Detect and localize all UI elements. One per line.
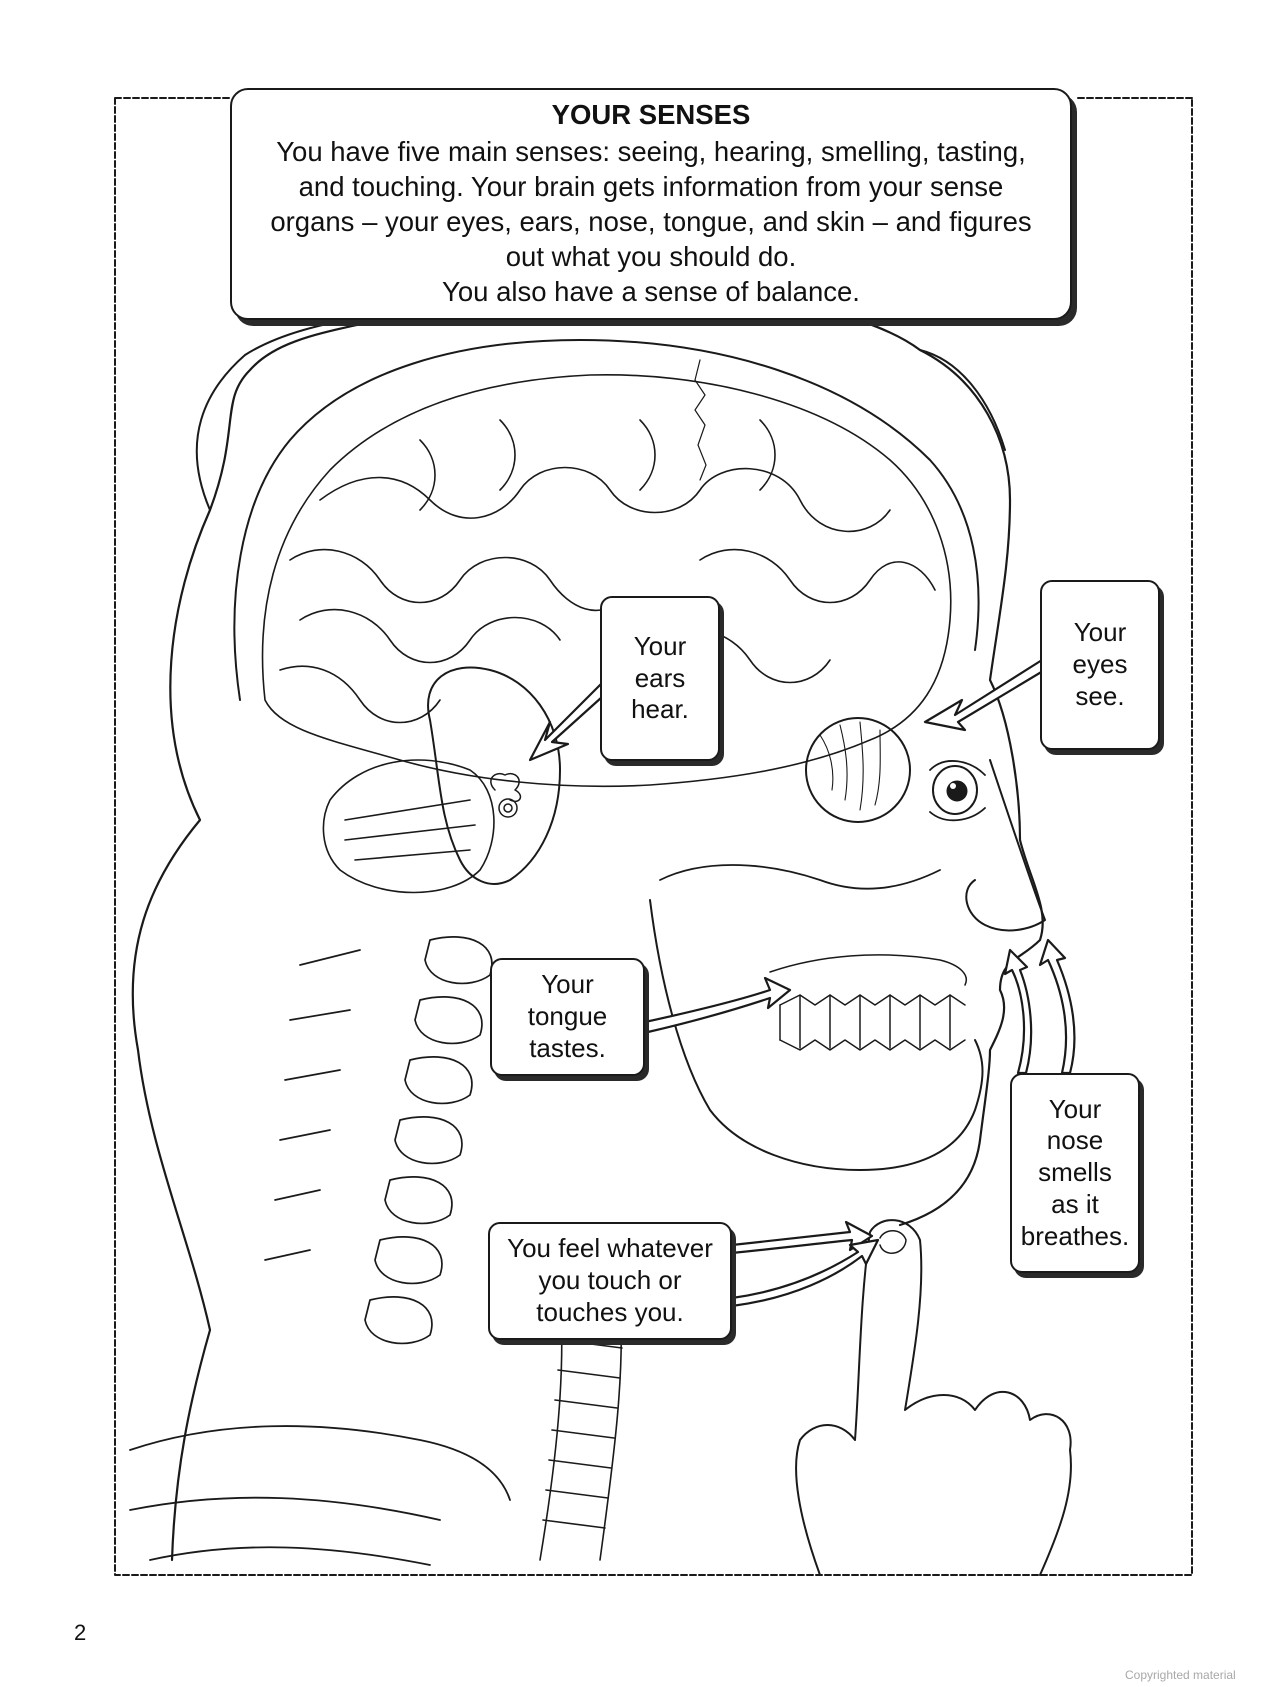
callout-tongue: Your tongue tastes.	[490, 958, 645, 1076]
tongue-line-3: tastes.	[529, 1032, 606, 1063]
arrow-touch-2	[730, 1238, 880, 1308]
spine	[264, 936, 493, 1345]
nose	[965, 759, 1046, 932]
intro-line-4: out what you should do.	[505, 240, 797, 272]
callout-nose: Your nose smells as it breathes.	[1010, 1073, 1140, 1273]
copyright-watermark: Copyrighted material	[1125, 1668, 1236, 1682]
ears-line-1: Your	[633, 630, 687, 661]
teeth	[779, 994, 966, 1051]
hand	[795, 1219, 1072, 1576]
eyes-line-1: Your	[1073, 617, 1127, 648]
arrows	[528, 658, 1076, 1308]
intro-line-3: organs – your eyes, ears, nose, tongue, …	[270, 206, 1032, 237]
intro-line-1: You have five main senses: seeing, heari…	[276, 136, 1026, 168]
collarbone	[129, 1425, 511, 1566]
tongue-line-2: tongue	[527, 1001, 608, 1032]
intro-line-5: You also have a sense of balance.	[442, 275, 860, 307]
ear	[427, 666, 561, 885]
nose-line-5: breathes.	[1020, 1220, 1130, 1251]
arrow-nose-2	[1003, 948, 1033, 1075]
arrow-touch-1	[730, 1220, 874, 1255]
callout-eyes: Your eyes see.	[1040, 580, 1160, 750]
cerebellum	[322, 759, 495, 894]
nose-line-1: Your	[1048, 1093, 1102, 1124]
touch-line-2: you touch or	[538, 1265, 682, 1296]
jaw	[649, 899, 984, 1171]
ears-line-3: hear.	[631, 694, 689, 725]
touch-line-1: You feel whatever	[507, 1233, 713, 1264]
intro-text-box: YOUR SENSES You have five main senses: s…	[230, 88, 1072, 320]
nose-line-2: nose	[1046, 1125, 1104, 1156]
callout-ears: Your ears hear.	[600, 596, 720, 761]
arrow-nose-1	[1038, 938, 1076, 1075]
callout-touch: You feel whatever you touch or touches y…	[488, 1222, 732, 1340]
eyeball	[805, 717, 986, 823]
cheekbone	[659, 864, 941, 890]
touch-line-3: touches you.	[536, 1296, 684, 1327]
page-border	[114, 97, 1193, 1576]
upper-palate	[769, 954, 967, 986]
eyes-line-2: eyes	[1072, 649, 1128, 680]
inner-ear	[490, 773, 522, 818]
skull-outline	[233, 339, 980, 701]
eyes-line-3: see.	[1075, 680, 1125, 711]
fingernail	[879, 1230, 907, 1254]
intro-line-2: and touching. Your brain gets informatio…	[298, 171, 1004, 203]
nose-line-4: as it	[1051, 1188, 1099, 1219]
page-number: 2	[74, 1620, 87, 1645]
hair-outline	[195, 299, 1006, 511]
arrow-tongue	[643, 976, 792, 1034]
tongue-line-1: Your	[541, 969, 594, 1000]
title: YOUR SENSES	[551, 99, 751, 131]
nose-line-3: smells	[1038, 1157, 1112, 1188]
ears-line-2: ears	[634, 662, 686, 693]
arrow-eyes	[923, 658, 1050, 732]
